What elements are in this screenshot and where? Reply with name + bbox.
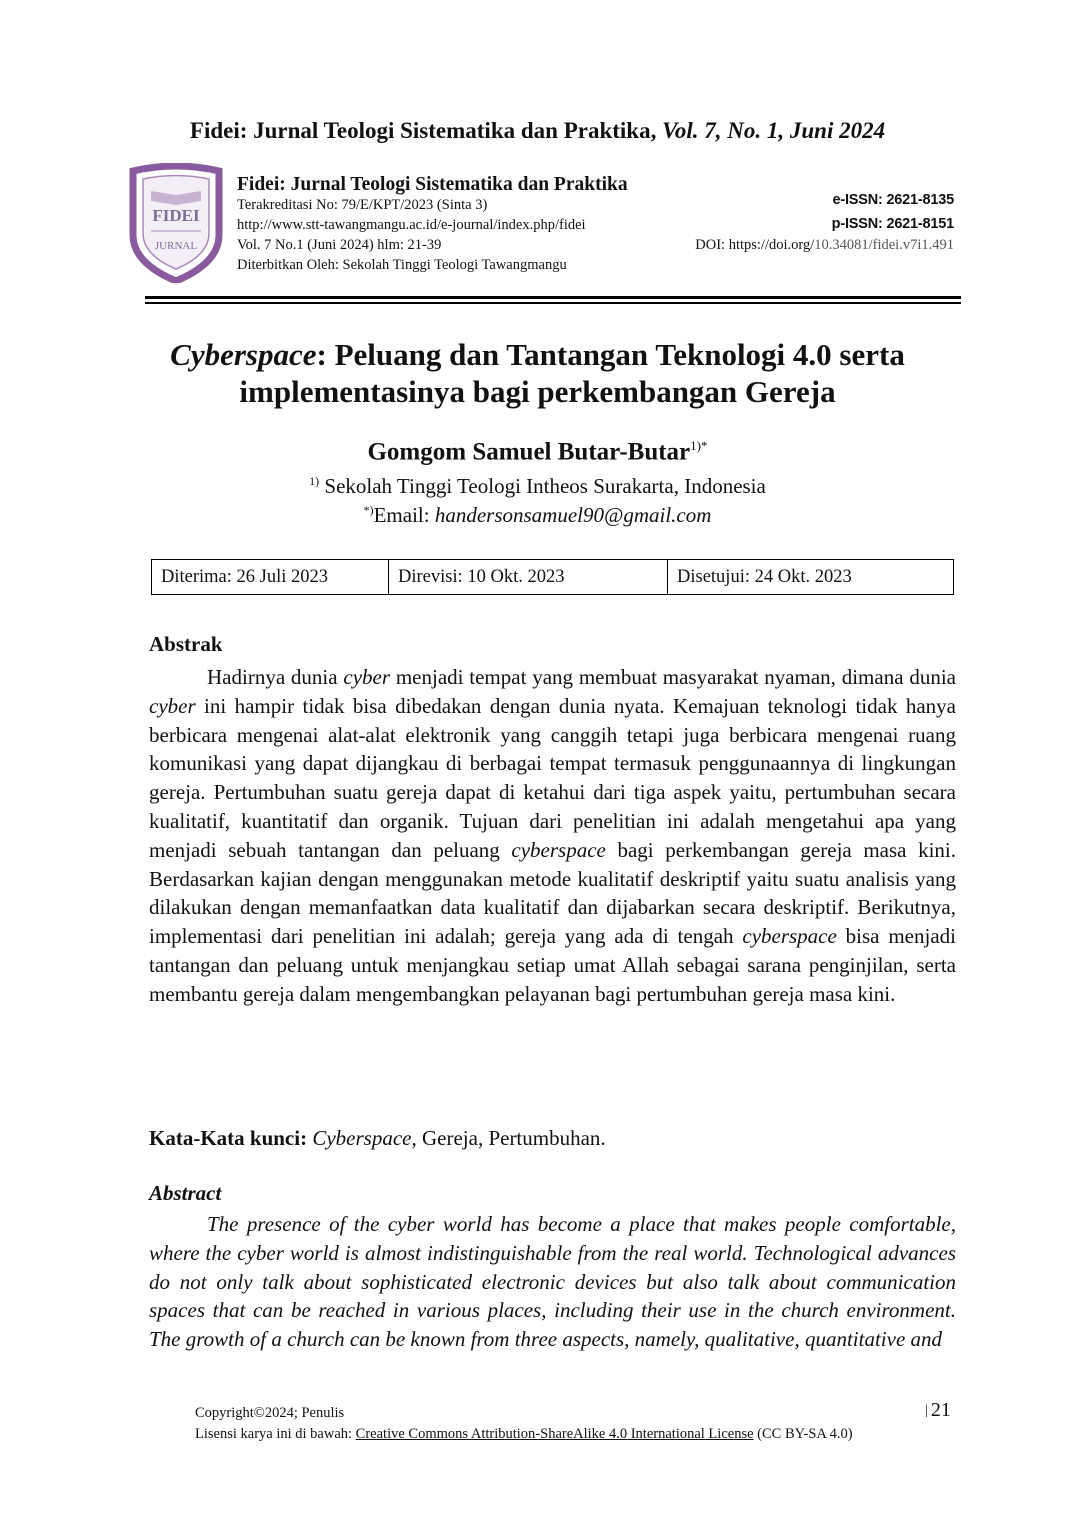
logo-top-text: FIDEI	[152, 206, 200, 225]
date-revised: Direvisi: 10 Okt. 2023	[388, 559, 668, 595]
dates-table: Diterima: 26 Juli 2023 Direvisi: 10 Okt.…	[151, 559, 954, 595]
footer-license: Lisensi karya ini di bawah: Creative Com…	[195, 1426, 853, 1443]
doi[interactable]: DOI: https://doi.org/10.34081/fidei.v7i1…	[695, 237, 954, 254]
email-label: Email:	[373, 503, 435, 527]
running-head-journal: Fidei: Jurnal Teologi Sistematika dan Pr…	[189, 118, 657, 143]
abstrak-body: Hadirnya dunia cyber menjadi tempat yang…	[149, 665, 956, 1006]
date-accepted: Disetujui: 24 Okt. 2023	[667, 559, 954, 595]
license-link[interactable]: Creative Commons Attribution-ShareAlike …	[355, 1426, 754, 1442]
author: Gomgom Samuel Butar-Butar1)*	[0, 438, 1075, 466]
masthead-url[interactable]: http://www.stt-tawangmangu.ac.id/e-journ…	[237, 217, 586, 233]
email-mark: *)	[363, 503, 374, 517]
masthead-accreditation: Terakreditasi No: 79/E/KPT/2023 (Sinta 3…	[237, 197, 488, 213]
masthead-volume-pages: Vol. 7 No.1 (Juni 2024) hlm: 21-39	[237, 237, 442, 253]
page-number-value: 21	[930, 1399, 951, 1421]
keywords: Kata-Kata kunci: Cyberspace, Gereja, Per…	[149, 1126, 606, 1151]
date-received: Diterima: 26 Juli 2023	[151, 559, 389, 595]
title-line2: implementasinya bagi perkembangan Gereja	[239, 374, 836, 409]
keywords-label: Kata-Kata kunci:	[149, 1126, 308, 1150]
journal-logo: FIDEI JURNAL	[129, 163, 223, 283]
running-head: Fidei: Jurnal Teologi Sistematika dan Pr…	[0, 118, 1075, 144]
header-rule-thin	[145, 302, 961, 304]
author-name: Gomgom Samuel Butar-Butar	[367, 438, 691, 466]
email: *)Email: handersonsamuel90@gmail.com	[0, 503, 1075, 528]
logo-bottom-text: JURNAL	[155, 240, 197, 252]
title-line1: : Peluang dan Tantangan Teknologi 4.0 se…	[316, 337, 905, 372]
author-mark: 1)*	[690, 438, 708, 453]
doi-suffix: 10.34081/fidei.v7i1.491	[814, 237, 954, 253]
doi-prefix: DOI: https://doi.org/	[695, 237, 815, 253]
license-suffix: (CC BY-SA 4.0)	[753, 1426, 853, 1442]
license-prefix: Lisensi karya ini di bawah:	[195, 1426, 356, 1442]
e-issn: e-ISSN: 2621-8135	[832, 192, 954, 208]
running-head-issue: Vol. 7, No. 1, Juni 2024	[662, 118, 886, 143]
footer-copyright: Copyright©2024; Penulis	[195, 1405, 345, 1421]
masthead-journal-name: Fidei: Jurnal Teologi Sistematika dan Pr…	[237, 174, 628, 195]
abstrak-heading: Abstrak	[149, 632, 223, 656]
keywords-italic: Cyberspace,	[312, 1126, 417, 1150]
page-bar: |	[925, 1403, 928, 1418]
keywords-rest: Gereja, Pertumbuhan.	[416, 1126, 606, 1150]
email-address[interactable]: handersonsamuel90@gmail.com	[434, 503, 712, 527]
article-title: Cyberspace: Peluang dan Tantangan Teknol…	[120, 336, 955, 410]
abstract-body: The presence of the cyber world has beco…	[149, 1212, 956, 1352]
p-issn: p-ISSN: 2621-8151	[831, 216, 955, 232]
affiliation: 1) Sekolah Tinggi Teologi Intheos Suraka…	[0, 474, 1075, 499]
affiliation-text: Sekolah Tinggi Teologi Intheos Surakarta…	[324, 474, 766, 498]
header-rule-thick	[145, 296, 961, 299]
affiliation-mark: 1)	[309, 474, 320, 488]
masthead-publisher: Diterbitkan Oleh: Sekolah Tinggi Teologi…	[237, 257, 567, 273]
title-italic: Cyberspace	[170, 337, 317, 372]
abstract-heading: Abstract	[149, 1181, 222, 1205]
page-number: |21	[925, 1399, 951, 1422]
